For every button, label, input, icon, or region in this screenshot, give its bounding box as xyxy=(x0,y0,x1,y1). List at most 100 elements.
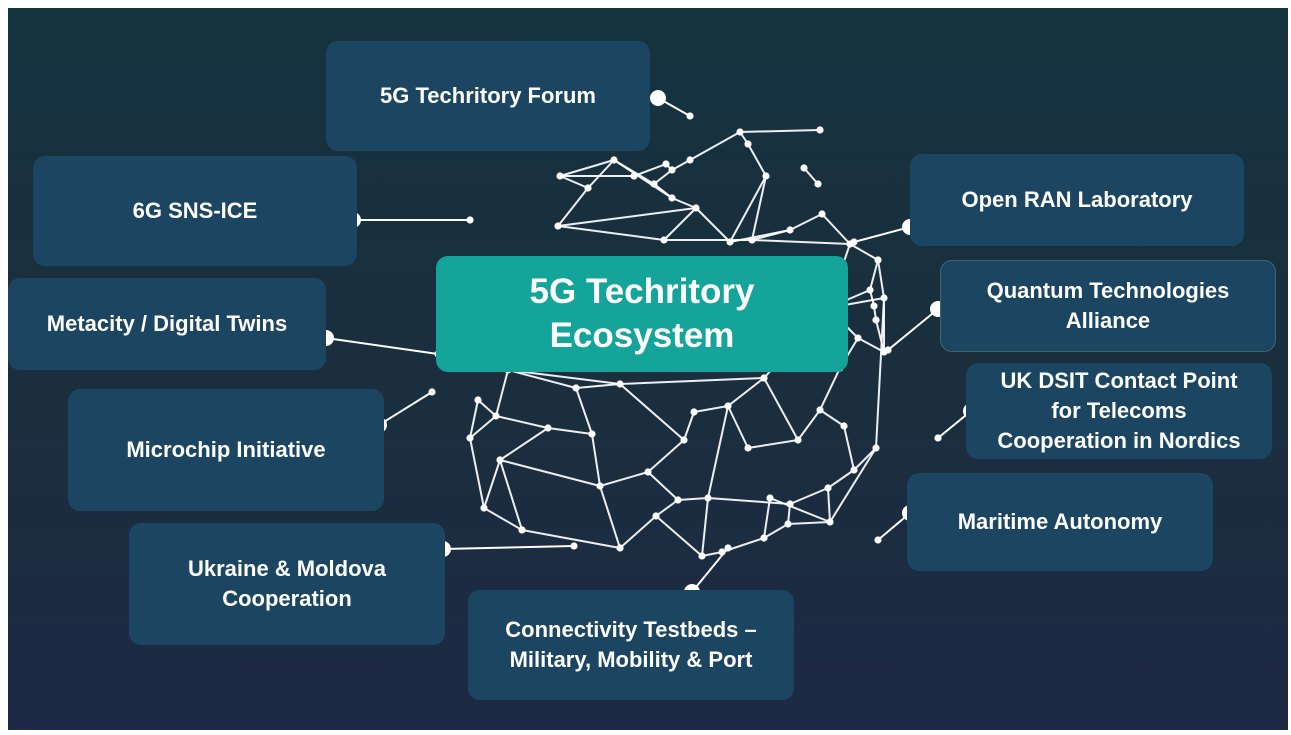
network-vertex xyxy=(726,238,734,246)
node-label: UK DSIT Contact Point for Telecoms Coope… xyxy=(997,368,1241,453)
network-vertex xyxy=(584,184,592,192)
network-vertex xyxy=(784,520,792,528)
network-edge xyxy=(653,183,673,199)
network-edge xyxy=(853,447,877,471)
network-edge xyxy=(619,515,657,549)
network-edge xyxy=(619,377,765,385)
network-edge xyxy=(499,459,601,487)
network-vertex xyxy=(800,164,808,172)
network-edge xyxy=(849,243,879,261)
network-vertex xyxy=(668,194,676,202)
network-vertex xyxy=(616,380,624,388)
network-edge xyxy=(507,369,577,389)
network-vertex xyxy=(814,180,822,188)
network-vertex xyxy=(794,436,802,444)
connector-line xyxy=(325,337,439,355)
network-edge xyxy=(647,471,679,501)
network-edge xyxy=(521,529,621,549)
network-vertex xyxy=(854,334,862,342)
connector-line xyxy=(442,545,575,550)
node-label: 6G SNS-ICE xyxy=(132,198,258,223)
node-label: Ukraine & Moldova Cooperation xyxy=(187,556,387,611)
network-vertex xyxy=(760,374,768,382)
network-edge xyxy=(647,439,685,473)
network-edge xyxy=(599,485,621,549)
network-edge xyxy=(507,369,621,385)
network-edge xyxy=(557,187,589,227)
network-vertex xyxy=(630,172,638,180)
network-edge xyxy=(843,425,855,471)
network-vertex xyxy=(692,204,700,212)
network-vertex xyxy=(824,484,832,492)
network-vertex xyxy=(724,402,732,410)
node-label: Open RAN Laboratory xyxy=(961,187,1193,212)
connector-dot xyxy=(650,90,666,106)
network-edge xyxy=(559,159,615,177)
network-vertex xyxy=(496,456,504,464)
network-edge xyxy=(663,207,697,241)
network-edge xyxy=(547,427,593,435)
network-vertex xyxy=(644,468,652,476)
network-edge xyxy=(499,427,549,461)
network-vertex xyxy=(652,512,660,520)
network-vertex xyxy=(766,494,774,502)
network-vertex xyxy=(872,444,880,452)
network-edge xyxy=(587,159,615,189)
network-vertex xyxy=(466,434,474,442)
network-vertex xyxy=(668,166,676,174)
network-vertex xyxy=(760,534,768,542)
network-vertex xyxy=(492,412,500,420)
network-edge xyxy=(655,499,679,517)
network-vertex xyxy=(744,444,752,452)
network-edge xyxy=(707,497,791,505)
node-6g-sns-ice: 6G SNS-ICE xyxy=(33,156,357,266)
network-edge xyxy=(747,439,799,449)
network-edge xyxy=(819,409,845,427)
network-edge xyxy=(633,163,667,177)
network-vertex xyxy=(748,236,756,244)
network-edge xyxy=(877,259,885,299)
network-edge xyxy=(727,405,749,449)
network-edge xyxy=(739,129,821,133)
network-edge xyxy=(727,377,765,407)
node-ukraine-moldova-cooperation: Ukraine & Moldova Cooperation xyxy=(129,523,445,645)
connector-line xyxy=(853,226,911,243)
connector-end-dot xyxy=(428,388,436,396)
network-vertex xyxy=(704,494,712,502)
node-maritime-autonomy: Maritime Autonomy xyxy=(907,473,1213,571)
network-vertex xyxy=(850,466,858,474)
network-edge xyxy=(819,367,841,411)
network-edge xyxy=(483,459,501,509)
node-connectivity-testbeds: Connectivity Testbeds – Military, Mobili… xyxy=(468,590,794,700)
node-label: Quantum Technologies Alliance xyxy=(986,278,1230,333)
connector-end-dot xyxy=(724,544,732,552)
connector-end-dot xyxy=(570,542,578,550)
network-edge xyxy=(683,411,695,441)
network-edge xyxy=(469,399,479,439)
node-uk-dsit-contact-point: UK DSIT Contact Point for Telecoms Coope… xyxy=(966,363,1272,459)
network-edge xyxy=(747,143,767,177)
network-edge xyxy=(469,415,497,439)
network-edge xyxy=(787,521,831,525)
network-edge xyxy=(689,131,741,161)
node-quantum-technologies-alliance: Quantum Technologies Alliance xyxy=(940,260,1276,352)
network-vertex xyxy=(474,396,482,404)
network-vertex xyxy=(660,236,668,244)
network-edge xyxy=(653,169,673,185)
center-ecosystem-title-box: 5G Techritory Ecosystem xyxy=(436,256,848,372)
network-vertex xyxy=(786,226,794,234)
network-edge xyxy=(751,239,851,245)
network-edge xyxy=(591,433,601,487)
network-edge xyxy=(875,297,885,449)
network-vertex xyxy=(840,422,848,430)
network-edge xyxy=(875,319,885,353)
network-edge xyxy=(857,337,885,353)
network-vertex xyxy=(818,210,826,218)
network-vertex xyxy=(596,482,604,490)
connector-line xyxy=(887,308,939,351)
network-edge xyxy=(575,387,593,435)
network-vertex xyxy=(554,222,562,230)
network-edge xyxy=(751,175,767,241)
network-edge xyxy=(869,259,879,291)
network-edge xyxy=(477,399,497,417)
